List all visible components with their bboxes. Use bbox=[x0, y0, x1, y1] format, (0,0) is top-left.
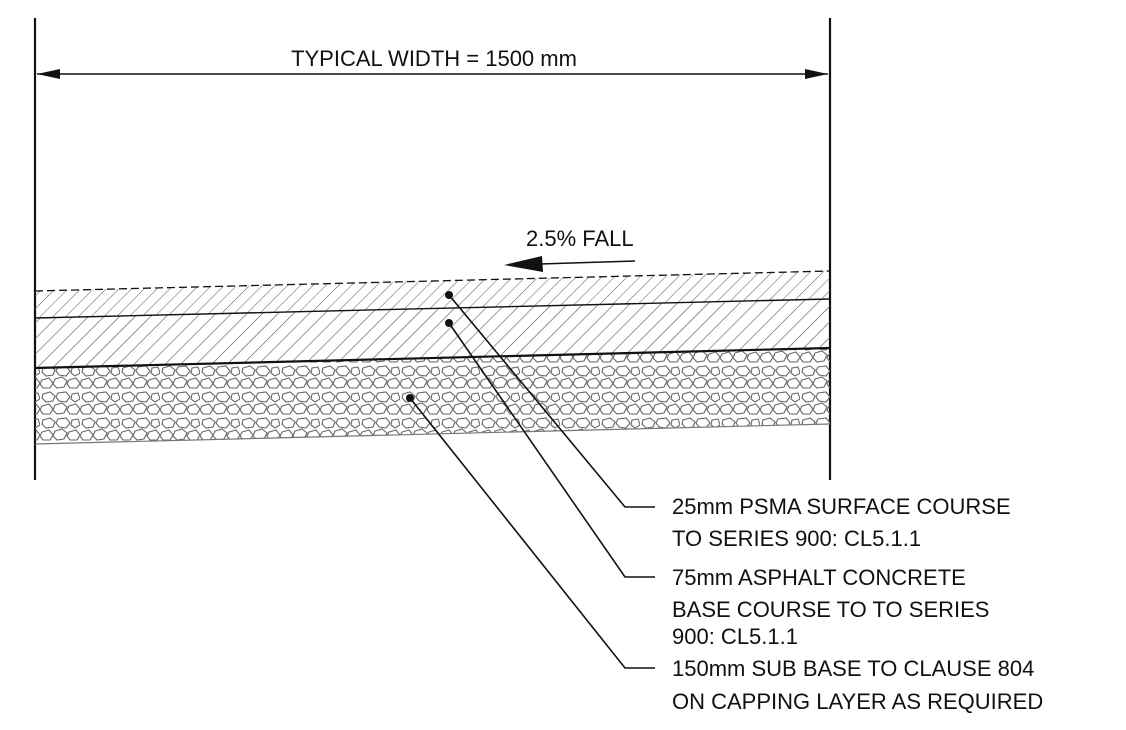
callout-base-line-3: 900: CL5.1.1 bbox=[672, 624, 798, 649]
subbase-bottom-line bbox=[34, 423, 831, 445]
callout-surface-line-2: TO SERIES 900: CL5.1.1 bbox=[672, 526, 921, 551]
callout-subbase-line-2: ON CAPPING LAYER AS REQUIRED bbox=[672, 689, 1043, 714]
fall-indicator: 2.5% FALL bbox=[504, 226, 636, 272]
callout-base-line-2: BASE COURSE TO TO SERIES bbox=[672, 597, 989, 622]
surface-base-interface bbox=[34, 298, 831, 319]
callout-subbase-line-1: 150mm SUB BASE TO CLAUSE 804 bbox=[672, 656, 1034, 681]
leader-surface-course bbox=[445, 291, 655, 508]
callout-base-course: 75mm ASPHALT CONCRETE BASE COURSE TO TO … bbox=[672, 565, 989, 649]
leader-base-course bbox=[445, 319, 655, 578]
dimension-label: TYPICAL WIDTH = 1500 mm bbox=[291, 46, 577, 71]
base-subbase-interface bbox=[34, 346, 831, 370]
callout-surface-course: 25mm PSMA SURFACE COURSE TO SERIES 900: … bbox=[672, 494, 1011, 551]
callout-base-line-1: 75mm ASPHALT CONCRETE bbox=[672, 565, 966, 590]
width-dimension: TYPICAL WIDTH = 1500 mm bbox=[37, 46, 828, 79]
fall-arrow-icon bbox=[504, 256, 543, 272]
callout-surface-line-1: 25mm PSMA SURFACE COURSE bbox=[672, 494, 1011, 519]
fall-label: 2.5% FALL bbox=[526, 226, 634, 251]
leader-sub-base bbox=[406, 394, 655, 669]
surface-top-line bbox=[34, 270, 831, 292]
callout-sub-base: 150mm SUB BASE TO CLAUSE 804 ON CAPPING … bbox=[672, 656, 1043, 714]
